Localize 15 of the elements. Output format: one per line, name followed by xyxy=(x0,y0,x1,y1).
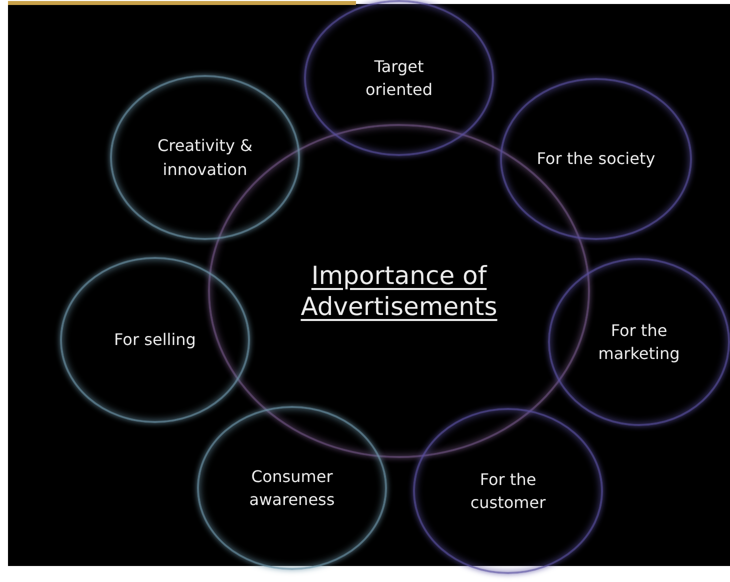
topic-text: For selling xyxy=(114,329,196,352)
topic-circle xyxy=(413,408,603,574)
topic-text: For the customer xyxy=(469,468,547,514)
topic-text: Creativity & innovation xyxy=(156,135,254,180)
topic-text: For the marketing xyxy=(597,320,681,365)
topic-text: Consumer awareness xyxy=(248,466,336,511)
topic-text: Target oriented xyxy=(364,56,434,101)
topic-text: For the society xyxy=(536,148,656,170)
topic-circle xyxy=(197,406,387,570)
topic-circle xyxy=(548,258,730,426)
topic-circle xyxy=(110,75,300,240)
topic-circle xyxy=(304,0,494,156)
topic-circle xyxy=(60,257,250,423)
heading-text: Importance of Advertisements xyxy=(300,260,498,322)
topic-circle xyxy=(500,78,692,240)
